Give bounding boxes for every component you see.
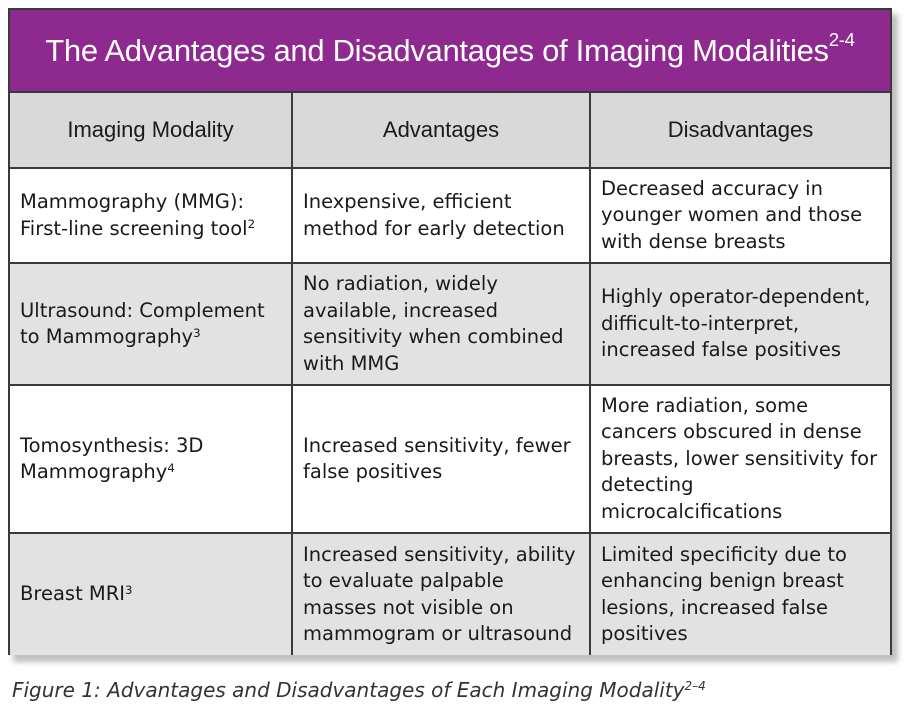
advantages-cell: Inexpensive, efficient method for early … bbox=[291, 167, 591, 264]
figure-caption-superscript: 2–4 bbox=[684, 679, 706, 694]
modality-text: Tomosynthesis: 3D Mammography bbox=[20, 433, 204, 484]
table-row: Ultrasound: Complement to Mammography3 N… bbox=[10, 262, 890, 386]
modality-cell: Mammography (MMG): First-line screening … bbox=[10, 167, 293, 264]
table-row: Mammography (MMG): First-line screening … bbox=[10, 167, 890, 264]
modality-cell: Breast MRI3 bbox=[10, 532, 293, 655]
disadvantages-cell: More radiation, some cancers obscured in… bbox=[589, 384, 890, 534]
table-row: Breast MRI3 Increased sensitivity, abili… bbox=[10, 532, 890, 655]
table-row: Tomosynthesis: 3D Mammography4 Increased… bbox=[10, 384, 890, 534]
modality-text: Ultrasound: Complement to Mammography bbox=[20, 298, 265, 349]
header-imaging-modality: Imaging Modality bbox=[10, 93, 293, 169]
figure-caption: Figure 1: Advantages and Disadvantages o… bbox=[12, 678, 706, 702]
table-title-text: The Advantages and Disadvantages of Imag… bbox=[45, 32, 829, 68]
header-disadvantages: Disadvantages bbox=[589, 93, 890, 169]
modality-cell: Tomosynthesis: 3D Mammography4 bbox=[10, 384, 293, 534]
advantages-cell: Increased sensitivity, ability to evalua… bbox=[291, 532, 591, 655]
modality-text: Mammography (MMG): First-line screening … bbox=[20, 190, 248, 240]
disadvantages-cell: Limited specificity due to enhancing ben… bbox=[589, 532, 890, 655]
header-row: Imaging Modality Advantages Disadvantage… bbox=[10, 93, 890, 169]
modality-superscript: 3 bbox=[193, 325, 201, 340]
modality-text: Breast MRI bbox=[20, 582, 126, 606]
modality-superscript: 2 bbox=[247, 217, 256, 232]
modality-cell: Ultrasound: Complement to Mammography3 bbox=[10, 262, 293, 386]
modality-table: Imaging Modality Advantages Disadvantage… bbox=[10, 93, 890, 655]
disadvantages-cell: Decreased accuracy in younger women and … bbox=[589, 167, 890, 264]
comparison-table: The Advantages and Disadvantages of Imag… bbox=[8, 8, 892, 655]
modality-superscript: 4 bbox=[167, 460, 175, 475]
modality-superscript: 3 bbox=[125, 582, 133, 597]
table-title: The Advantages and Disadvantages of Imag… bbox=[10, 10, 890, 93]
advantages-cell: No radiation, widely available, increase… bbox=[291, 262, 591, 386]
header-advantages: Advantages bbox=[291, 93, 591, 169]
advantages-cell: Increased sensitivity, fewer false posit… bbox=[291, 384, 591, 534]
figure-caption-text: Figure 1: Advantages and Disadvantages o… bbox=[12, 678, 685, 702]
disadvantages-cell: Highly operator-dependent, difficult-to-… bbox=[589, 262, 890, 386]
